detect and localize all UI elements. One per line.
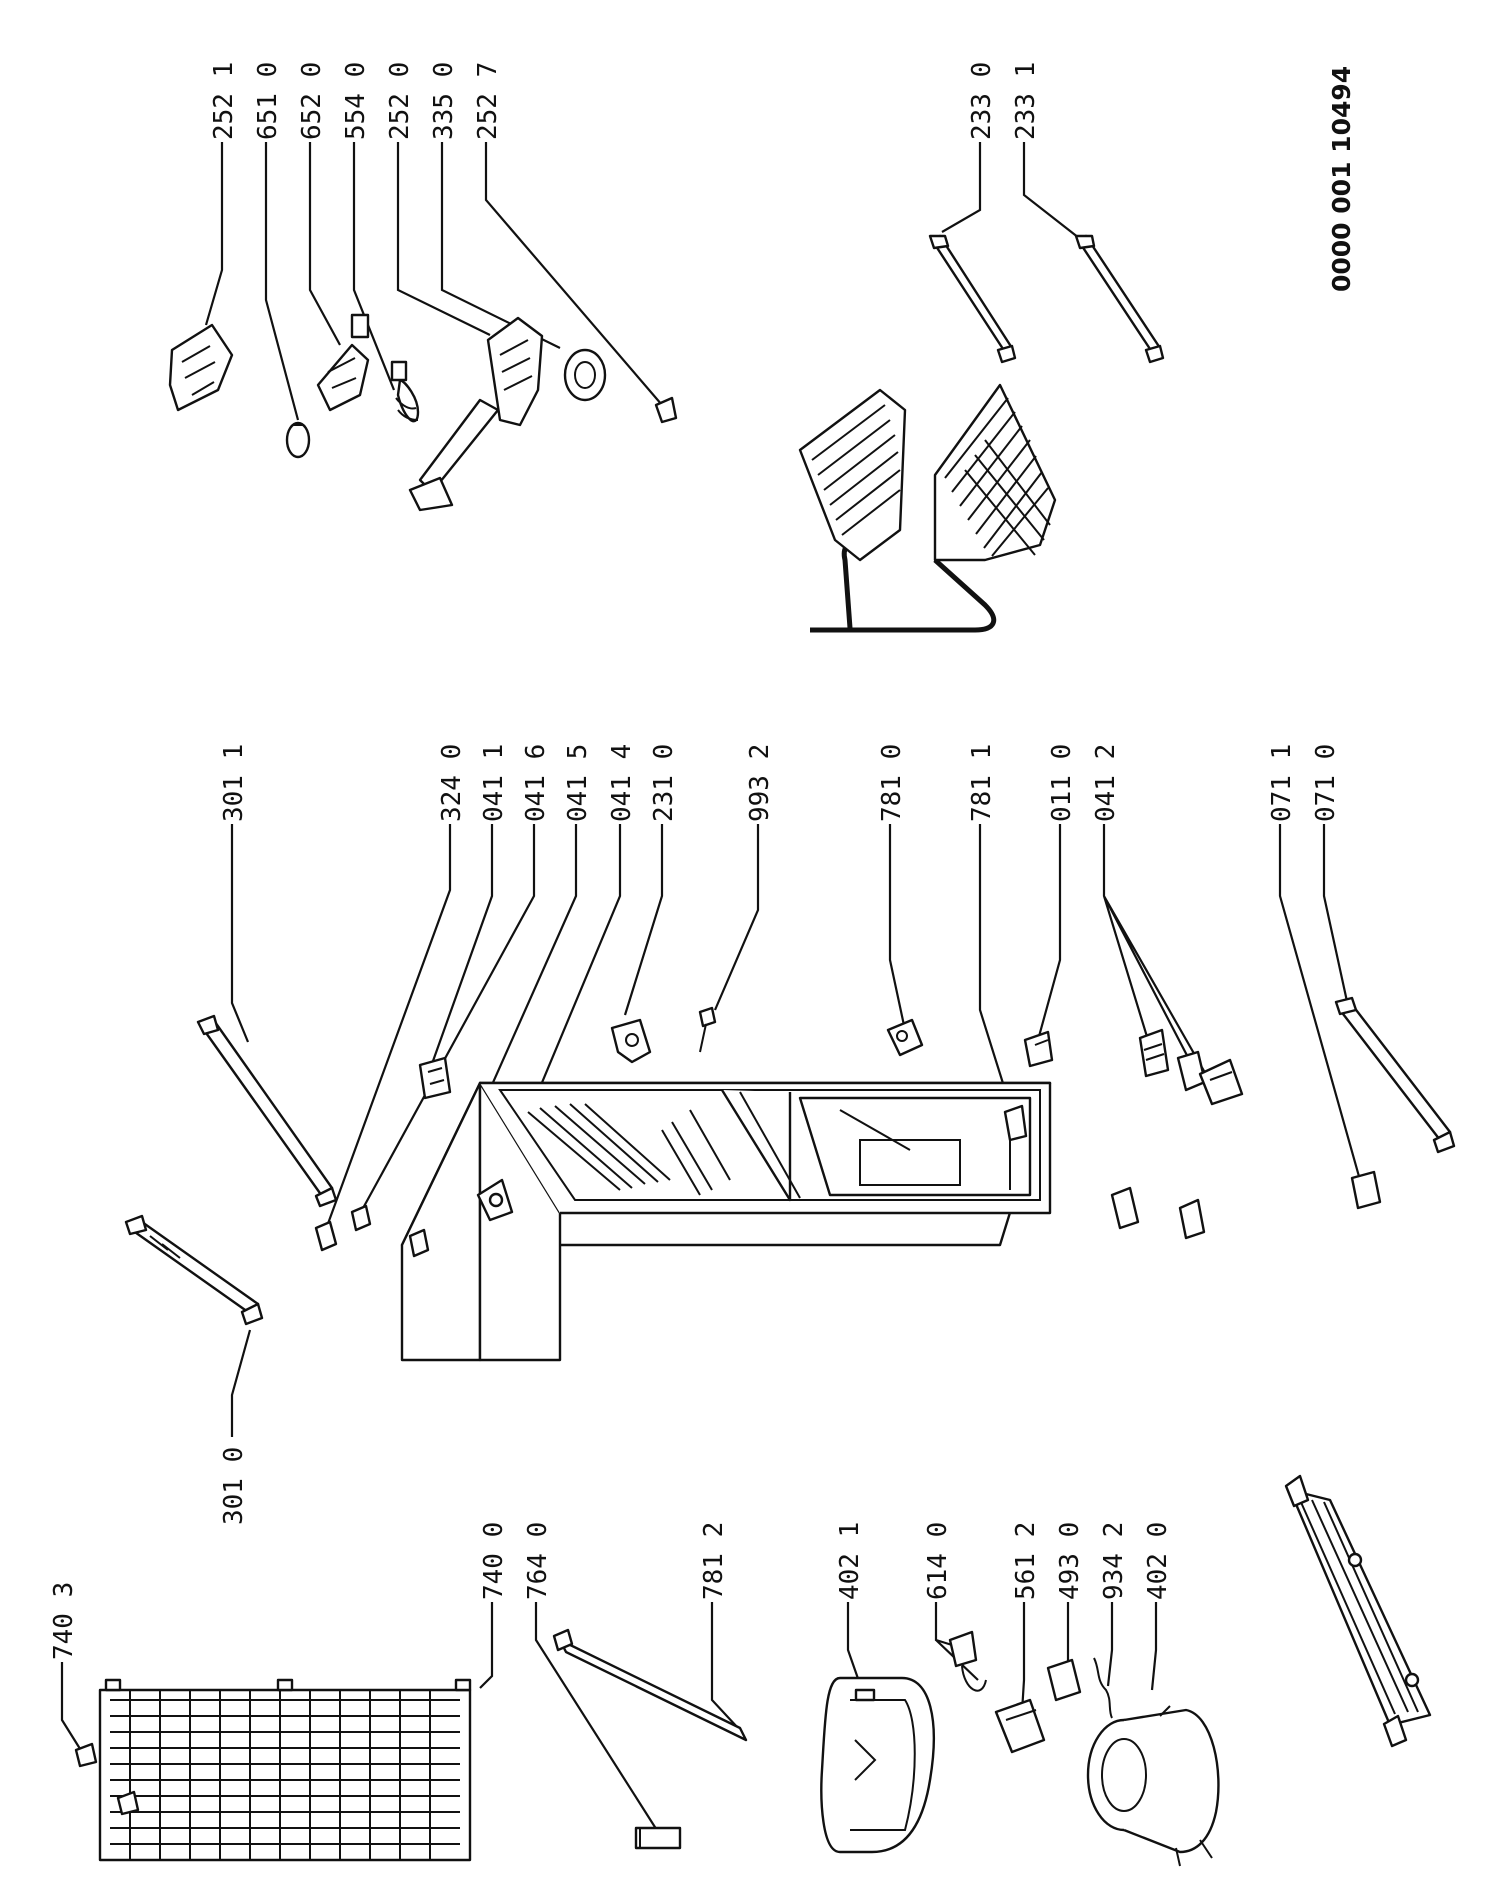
part-label-071-0: 071 0 (1311, 744, 1341, 822)
relay-614-0 (948, 1630, 987, 1692)
part-label-233-1: 233 1 (1011, 62, 1041, 140)
part-label-252-0: 252 0 (385, 62, 415, 140)
part-label-041-2: 041 2 (1091, 744, 1121, 822)
part-label-764-0: 764 0 (523, 1522, 553, 1600)
cover-493-0 (1046, 1658, 1082, 1702)
small-clip-part (654, 396, 678, 424)
part-label-651-0: 651 0 (253, 62, 283, 140)
shelf-rail-233-0 (928, 234, 1017, 364)
hinges-041-2 (1138, 1028, 1244, 1106)
part-label-781-0: 781 0 (877, 744, 907, 822)
part-label-740-0: 740 0 (479, 1522, 509, 1600)
compressor-tray-402-1 (820, 1676, 935, 1854)
part-label-402-0: 402 0 (1143, 1522, 1173, 1600)
compressor-402-0 (1086, 1705, 1220, 1867)
part-label-740-3: 740 3 (49, 1582, 79, 1660)
part-label-041-4: 041 4 (607, 744, 637, 822)
clip-324-0 (314, 1220, 338, 1252)
part-label-561-2: 561 2 (1011, 1522, 1041, 1600)
thermostat-housing-part (408, 316, 544, 512)
thermostat-part (390, 360, 420, 423)
evaporator-740-0 (98, 1678, 472, 1862)
shelf-rail-233-1 (1074, 234, 1165, 364)
clip-740-3-a (74, 1742, 98, 1768)
document-number: 0000 001 10494 (1327, 66, 1356, 292)
clip-071-1 (1350, 1170, 1382, 1210)
part-label-335-0: 335 0 (429, 62, 459, 140)
bracket-041-1 (418, 1056, 452, 1100)
lamp-holder-part (316, 313, 370, 412)
bottom-labels: 301 0 740 3 740 0 764 0 781 2 402 1 614 … (49, 1447, 1173, 1660)
middle-labels: 301 1 324 0 041 1 041 6 041 5 041 4 231 … (219, 744, 1341, 822)
condenser-coil-part (798, 383, 1057, 633)
part-label-493-0: 493 0 (1055, 1522, 1085, 1600)
part-label-402-1: 402 1 (835, 1522, 865, 1600)
part-label-041-6: 041 6 (521, 744, 551, 822)
part-label-041-1: 041 1 (479, 744, 509, 822)
foot-011-0 (1023, 1030, 1054, 1068)
part-label-324-0: 324 0 (437, 744, 467, 822)
part-label-041-5: 041 5 (563, 744, 593, 822)
part-label-554-0: 554 0 (341, 62, 371, 140)
hinge-lower-left (1110, 1186, 1206, 1240)
part-label-301-0: 301 0 (219, 1447, 249, 1525)
starter-561-2 (994, 1698, 1046, 1754)
strip-781-2 (552, 1628, 748, 1742)
drain-tube-764-0 (634, 1826, 682, 1850)
part-label-614-0: 614 0 (923, 1522, 953, 1600)
wire-934-2 (1093, 1657, 1113, 1719)
part-label-071-1: 071 1 (1267, 744, 1297, 822)
top-right-labels: 252 1 651 0 652 0 554 0 252 0 335 0 252 … (209, 62, 1041, 140)
part-label-934-2: 934 2 (1099, 1522, 1129, 1600)
part-label-781-1: 781 1 (967, 744, 997, 822)
part-label-652-0: 652 0 (297, 62, 327, 140)
part-label-301-1: 301 1 (219, 744, 249, 822)
clip-041-6 (350, 1204, 372, 1232)
part-label-252-1: 252 1 (209, 62, 239, 140)
top-cover-rail-301-1 (196, 1014, 338, 1208)
part-label-011-0: 011 0 (1047, 744, 1077, 822)
hinge-041-4 (476, 1178, 514, 1222)
sensor-993-2 (698, 1006, 717, 1053)
part-label-231-0: 231 0 (649, 744, 679, 822)
cover-231-0 (610, 1018, 652, 1064)
switch-781-1 (1003, 1104, 1028, 1142)
part-label-252-7: 252 7 (473, 62, 503, 140)
front-cover-rail-301-0 (124, 1214, 264, 1326)
clip-740-3-b (116, 1790, 140, 1816)
compressor-base-plate (1284, 1474, 1432, 1748)
cabinet-body (400, 1081, 1052, 1362)
knob-part (563, 348, 607, 402)
lamp-bulb-part (285, 421, 311, 459)
door-rail-071-0 (1334, 996, 1456, 1154)
part-label-781-2: 781 2 (699, 1522, 729, 1600)
control-panel-part (168, 323, 234, 412)
part-label-233-0: 233 0 (967, 62, 997, 140)
lamp-holder-781-0 (886, 1018, 924, 1057)
part-label-993-2: 993 2 (745, 744, 775, 822)
clip-041-5 (408, 1228, 430, 1258)
